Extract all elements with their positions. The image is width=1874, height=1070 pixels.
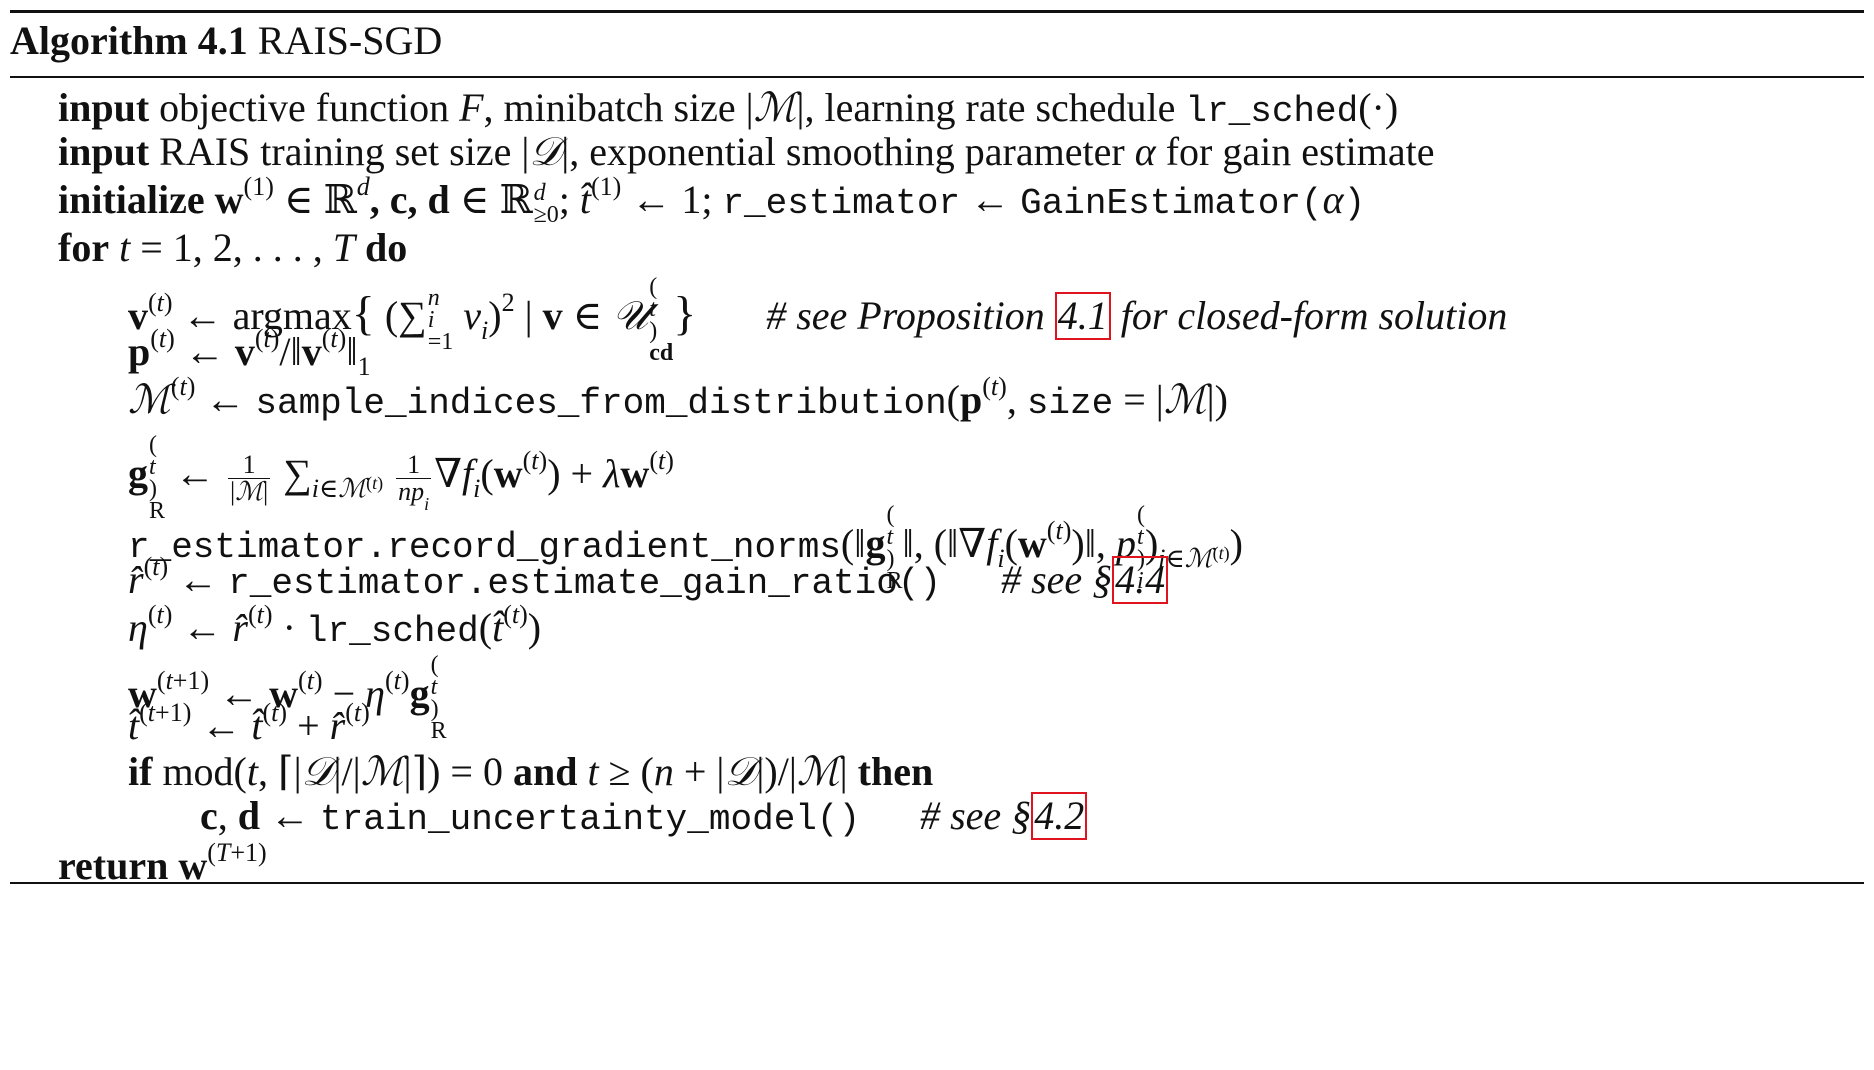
ref-proposition-4-1[interactable]: 4.1	[1054, 292, 1111, 341]
line-record-norms: r_estimator.record_gradient_norms(‖g(t)R…	[128, 502, 1243, 594]
line-sample-indices: ℳ(t) ← sample_indices_from_distribution(…	[128, 372, 1228, 425]
ref-section-4-2[interactable]: 4.2	[1031, 792, 1088, 840]
algorithm-box: Algorithm 4.1 RAIS-SGD input objective f…	[10, 10, 1864, 1060]
caption-label: Algorithm 4.1	[10, 18, 248, 63]
keyword-input: input	[58, 85, 150, 130]
keyword-for: for	[58, 225, 110, 270]
line-input-objective: input objective function F, minibatch si…	[58, 85, 1399, 132]
line-train-uncertainty: c, d ← train_uncertainty_model() # see §…	[200, 792, 1088, 844]
keyword-input: input	[58, 129, 150, 174]
line-for-loop: for t = 1, 2, . . . , T do	[58, 225, 408, 270]
line-t-update: t̂(t+1) ← t̂(t) + r̂(t)	[128, 698, 370, 749]
comment-proposition: # see Proposition 4.1 for closed-form so…	[766, 292, 1508, 341]
bottom-rule	[10, 882, 1864, 884]
comment-section-4-4: # see §4.4	[1001, 556, 1169, 604]
keyword-initialize: initialize	[58, 177, 205, 222]
top-rule	[10, 10, 1864, 13]
line-learning-rate: η(t) ← r̂(t) · lr_sched(t̂(t))	[128, 600, 542, 653]
line-weight-update: w(t+1) ← w(t) − η(t)g(t)R	[128, 652, 447, 744]
line-if-condition: if mod(t, ⌈|𝒟|/|ℳ|⌉) = 0 and t ≥ (n + |𝒟…	[128, 749, 934, 795]
line-return: return w(T+1)	[58, 838, 267, 889]
comment-section-4-2: # see §4.2	[920, 792, 1088, 840]
caption-title: RAIS-SGD	[257, 18, 443, 63]
algorithm-caption: Algorithm 4.1 RAIS-SGD	[10, 18, 442, 64]
keyword-and: and	[512, 749, 578, 794]
line-p-normalize: p(t) ← v(t)/‖v(t)‖1	[128, 324, 371, 381]
ref-section-4-4[interactable]: 4.4	[1112, 556, 1169, 604]
line-input-rais: input RAIS training set size |𝒟|, expone…	[58, 129, 1435, 175]
keyword-if: if	[128, 749, 153, 794]
keyword-do: do	[365, 225, 408, 270]
keyword-then: then	[857, 749, 934, 794]
caption-rule	[10, 76, 1864, 78]
keyword-return: return	[58, 843, 169, 888]
line-estimate-gain: r̂(t) ← r_estimator.estimate_gain_ratio(…	[128, 554, 1169, 608]
